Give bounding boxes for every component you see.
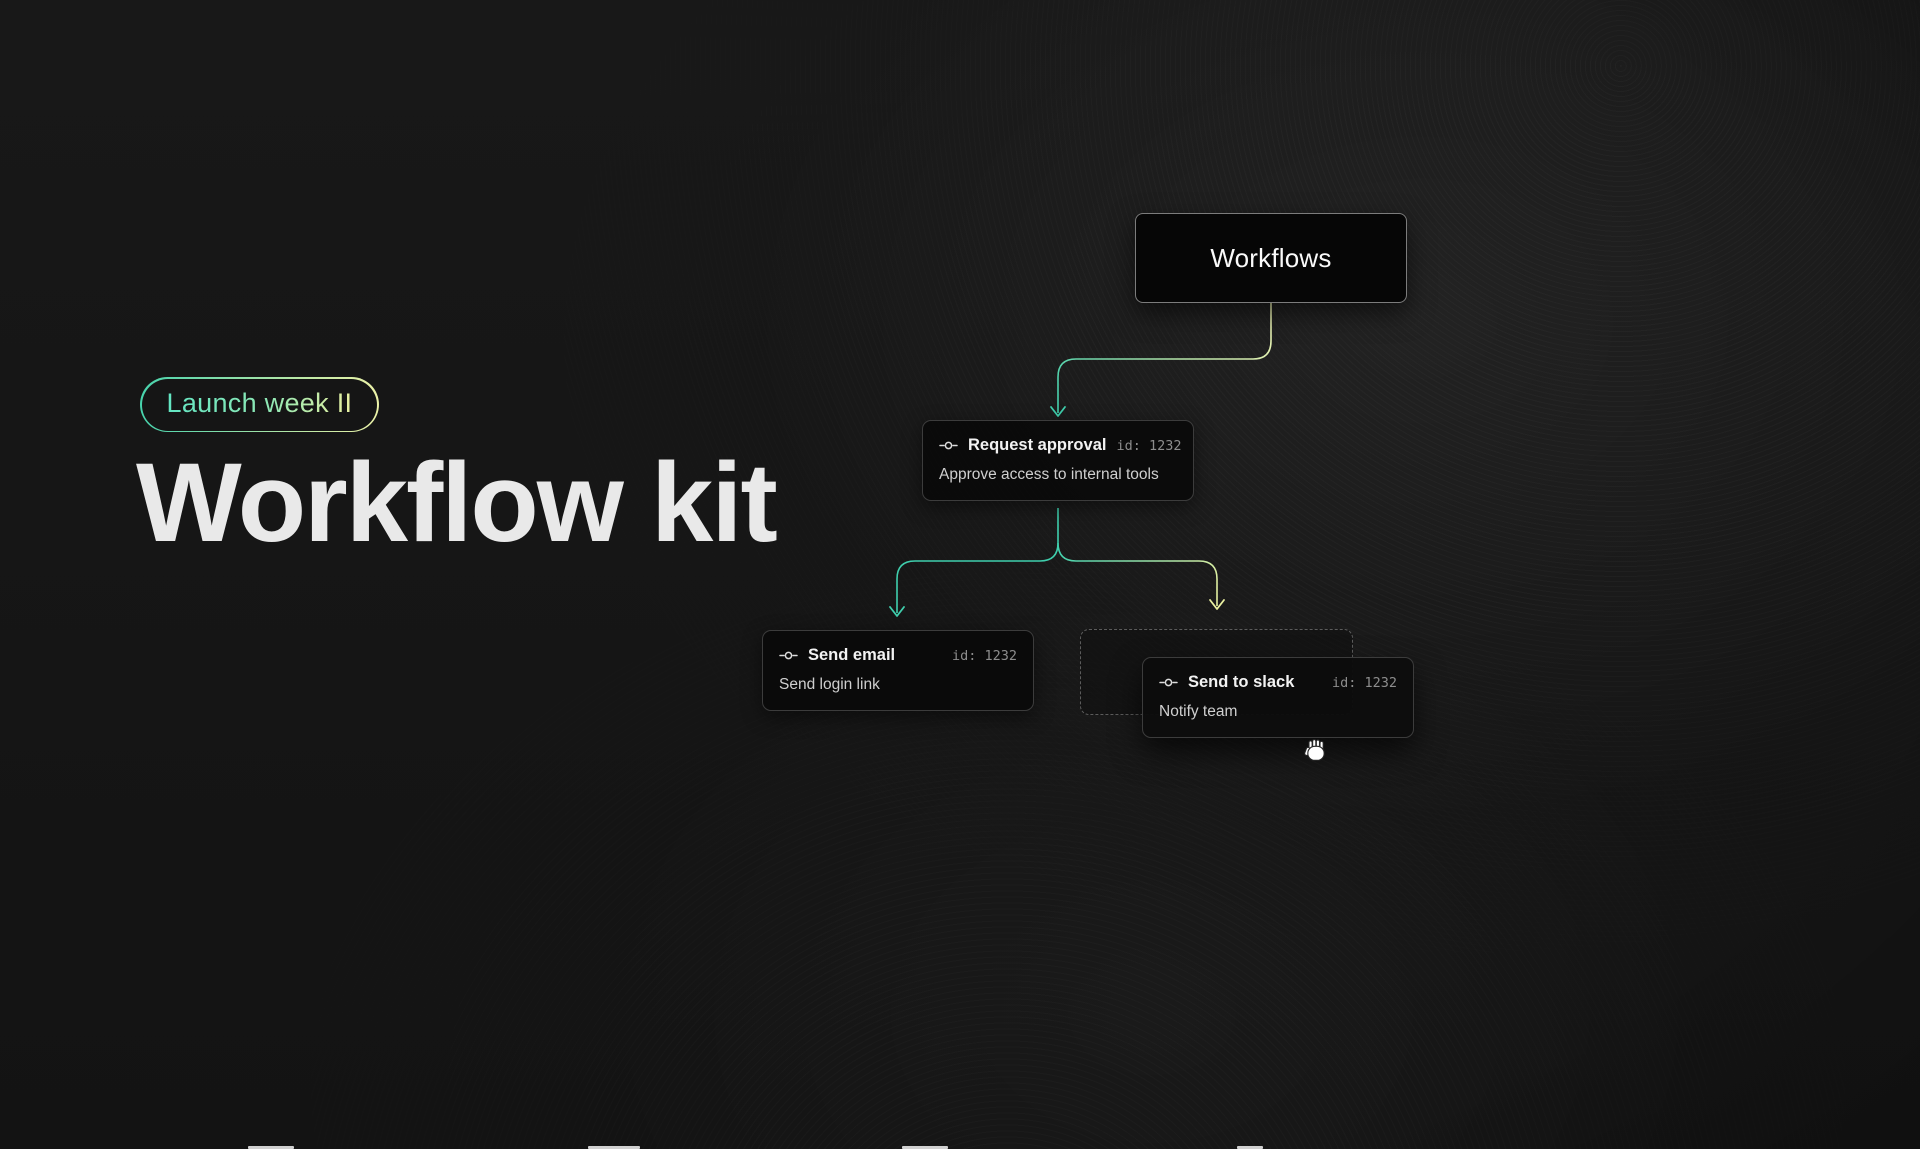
launch-week-badge: Launch week II bbox=[140, 377, 379, 432]
node-header: Request approval id: 1232 bbox=[939, 436, 1182, 455]
launch-week-badge-label: Launch week II bbox=[166, 387, 353, 418]
commit-node-icon bbox=[939, 440, 958, 451]
node-id: id: 1232 bbox=[1331, 674, 1397, 691]
page-title: Workflow kit bbox=[136, 440, 778, 565]
bottom-mark bbox=[248, 1146, 294, 1149]
node-header: Send to slack id: 1232 bbox=[1159, 673, 1397, 692]
node-send-to-slack[interactable]: Send to slack id: 1232 Notify team bbox=[1142, 657, 1414, 738]
launch-week-badge-inner: Launch week II bbox=[141, 378, 378, 431]
node-description: Approve access to internal tools bbox=[939, 466, 1159, 483]
bottom-mark bbox=[588, 1146, 640, 1149]
commit-node-icon bbox=[779, 650, 798, 661]
node-title: Send to slack bbox=[1188, 673, 1295, 691]
bottom-mark bbox=[1237, 1146, 1263, 1149]
node-id: id: 1232 bbox=[1116, 437, 1182, 454]
node-request-approval[interactable]: Request approval id: 1232 Approve access… bbox=[922, 420, 1194, 501]
workflows-root-node[interactable]: Workflows bbox=[1135, 213, 1407, 303]
node-description: Send login link bbox=[779, 676, 880, 693]
node-title: Request approval bbox=[968, 436, 1107, 454]
node-send-email[interactable]: Send email id: 1232 Send login link bbox=[762, 630, 1034, 711]
node-description: Notify team bbox=[1159, 703, 1238, 720]
node-title: Send email bbox=[808, 646, 896, 664]
workflows-root-label: Workflows bbox=[1210, 242, 1332, 273]
commit-node-icon bbox=[1159, 677, 1178, 688]
node-id: id: 1232 bbox=[951, 647, 1017, 664]
bottom-mark bbox=[902, 1146, 948, 1149]
node-header: Send email id: 1232 bbox=[779, 646, 1017, 665]
grab-hand-cursor-icon bbox=[1300, 733, 1332, 765]
